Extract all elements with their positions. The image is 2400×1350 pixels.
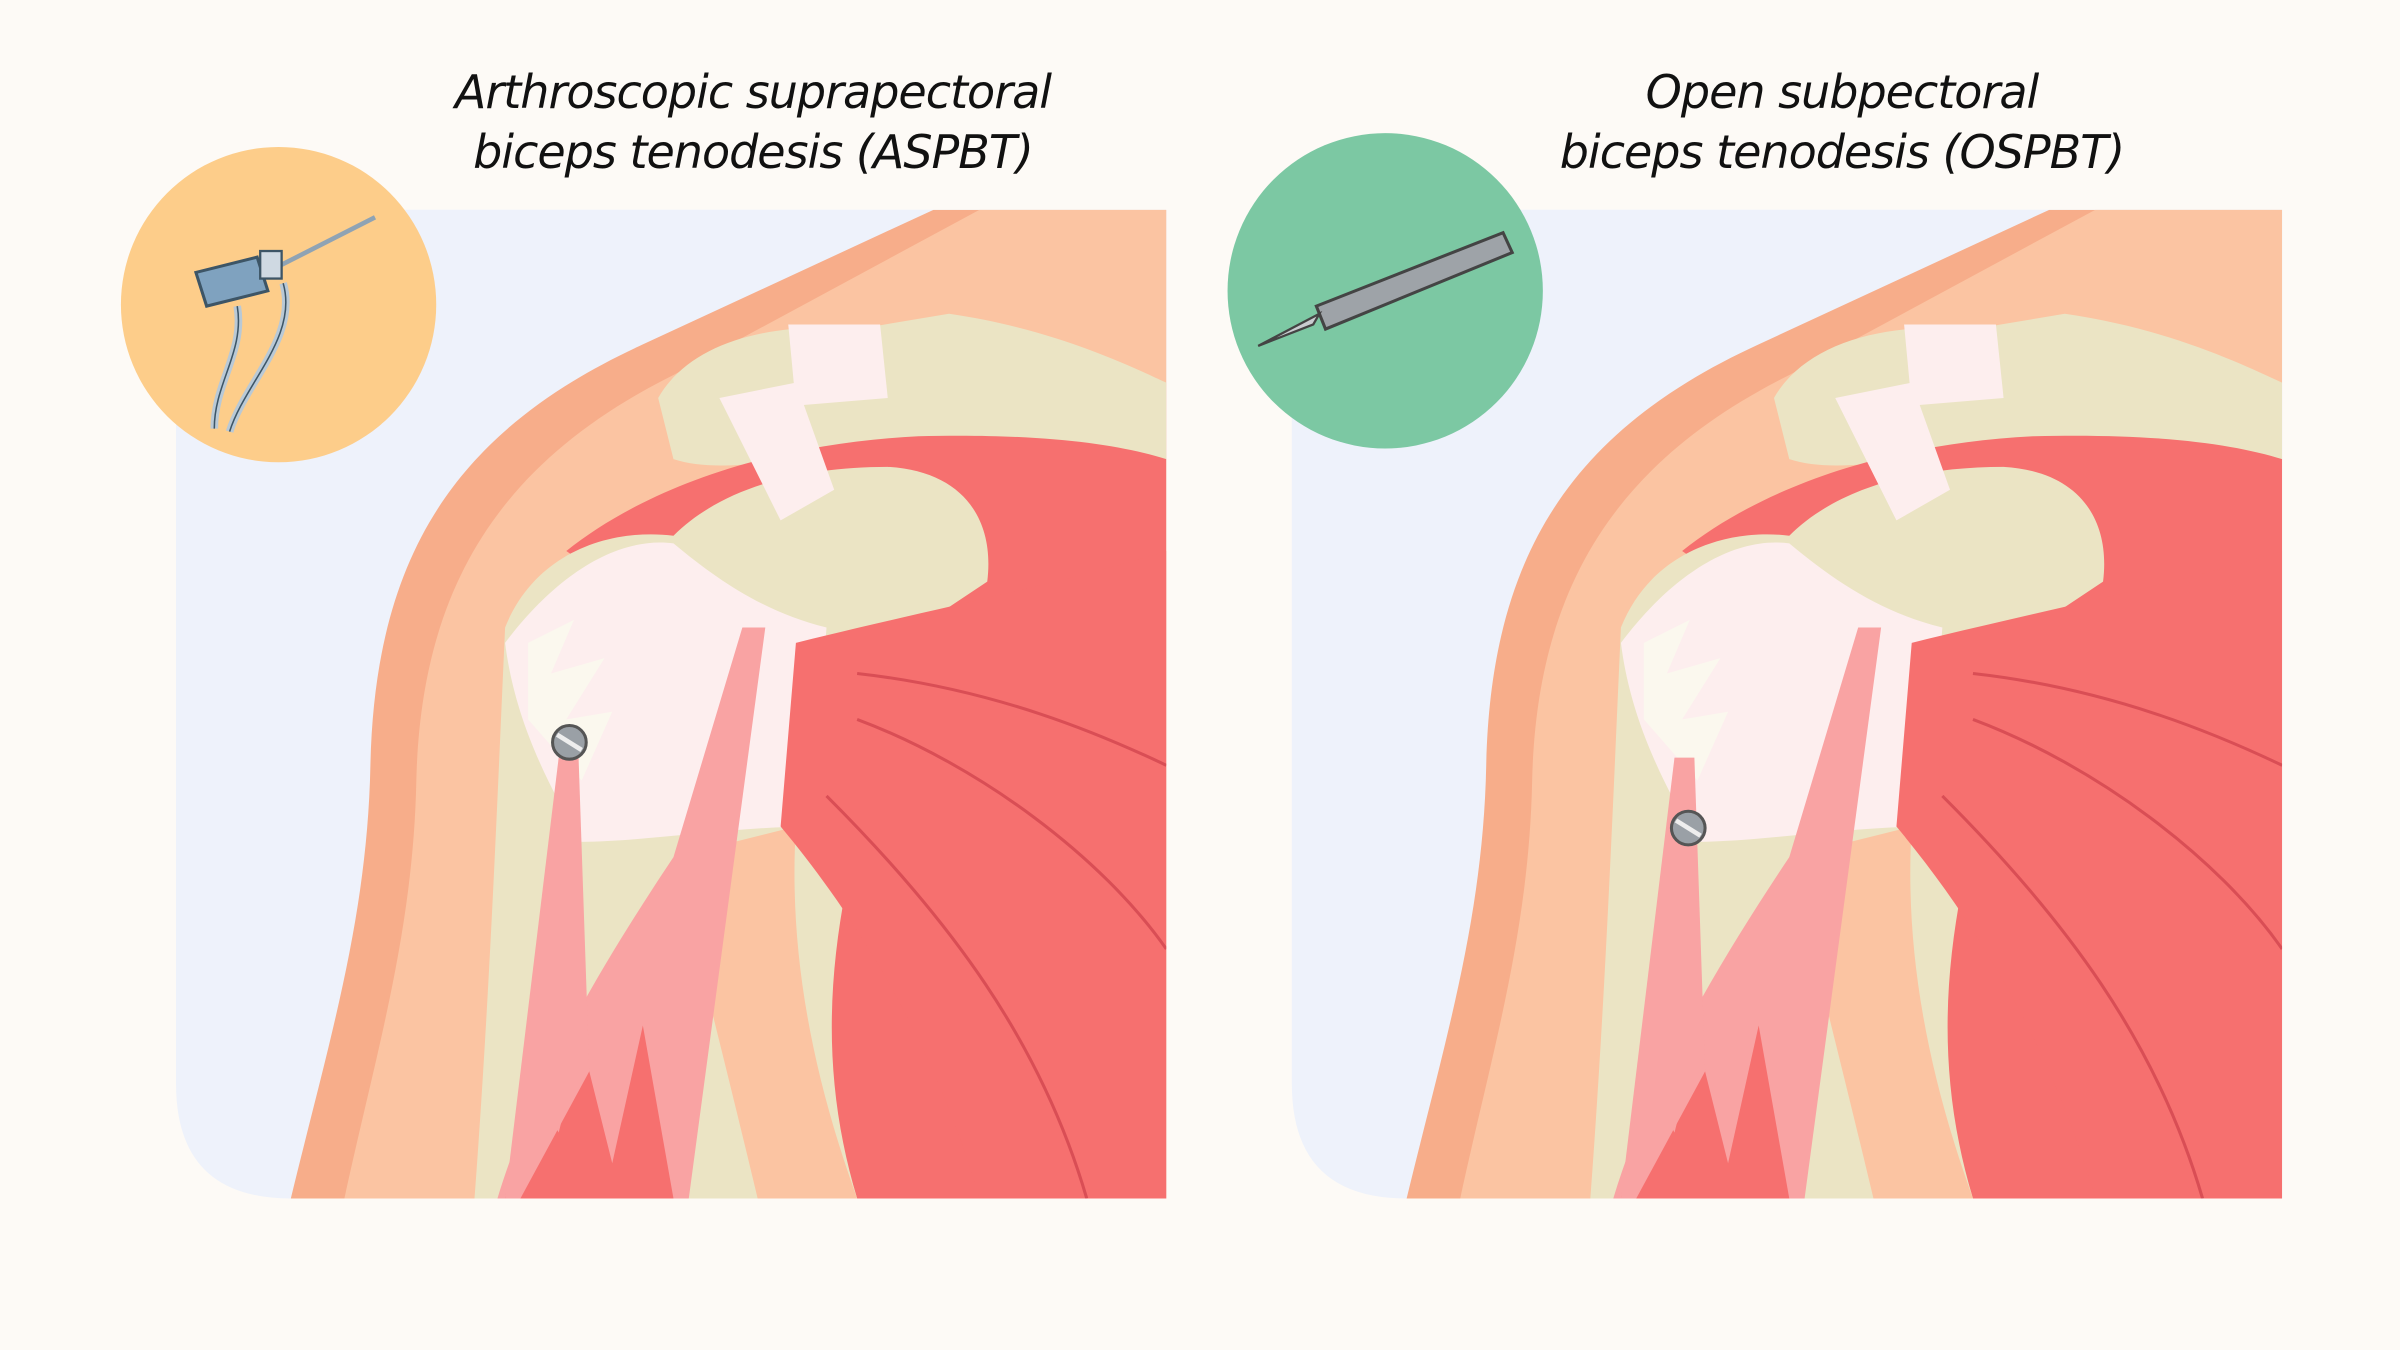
scalpel-icon	[1257, 230, 1515, 347]
title-ospbt-line2: biceps tenodesis (OSPBT)	[1559, 125, 2126, 179]
title-ospbt-line1: Open subpectoral	[1645, 65, 2040, 119]
tool-badge-aspbt	[120, 146, 437, 463]
panel-aspbt	[120, 146, 1166, 1199]
tenodesis-screw	[551, 723, 588, 761]
tenodesis-screw	[1669, 809, 1707, 847]
arthroscope-icon	[193, 215, 377, 433]
title-ospbt: Open subpectoral biceps tenodesis (OSPBT…	[1392, 62, 2292, 182]
title-aspbt-line2: biceps tenodesis (ASPBT)	[473, 125, 1034, 179]
panel-ospbt	[1227, 133, 2283, 1198]
title-aspbt-line1: Arthroscopic suprapectoral	[454, 65, 1052, 119]
title-aspbt: Arthroscopic suprapectoral biceps tenode…	[303, 62, 1203, 182]
